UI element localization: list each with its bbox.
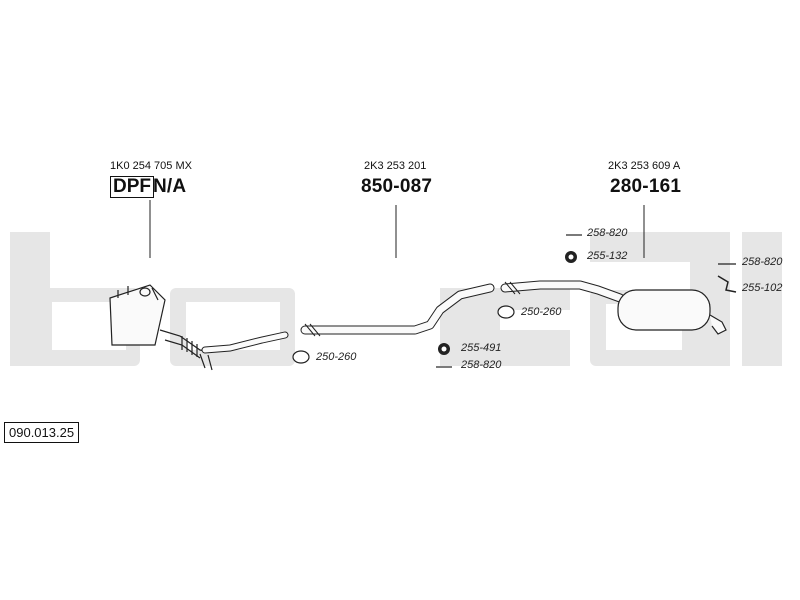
rear-oem-number: 2K3 253 609 A xyxy=(608,160,681,172)
ring-rear-top-label: 255-132 xyxy=(587,250,628,262)
bolt-mid-label: 258-820 xyxy=(461,359,502,371)
rear-part-number: 280-161 xyxy=(610,176,682,197)
reference-number: 090.013.25 xyxy=(4,422,80,443)
clamp-icon xyxy=(292,350,310,364)
bolt-rear-top-label: 258-820 xyxy=(587,227,628,239)
dpf-oem-number: 1K0 254 705 MX xyxy=(110,160,192,172)
ring-mid-label: 255-491 xyxy=(461,342,502,354)
clamp-front-label: 250-260 xyxy=(316,351,357,363)
bolt-far-right-label: 258-820 xyxy=(742,256,783,268)
rear-muffler xyxy=(617,289,727,335)
clamp-mid-label: 250-260 xyxy=(521,306,562,318)
middle-oem-number: 2K3 253 201 xyxy=(364,160,427,172)
dpf-label-box: DPF xyxy=(110,176,154,198)
hanger-icon xyxy=(717,275,737,293)
hanger-far-right-label: 255-102 xyxy=(742,282,783,294)
dpf-unit xyxy=(109,284,213,371)
dpf-part-number: N/A xyxy=(153,176,187,197)
middle-part-number: 850-087 xyxy=(361,176,433,197)
clamp-icon xyxy=(497,305,515,319)
